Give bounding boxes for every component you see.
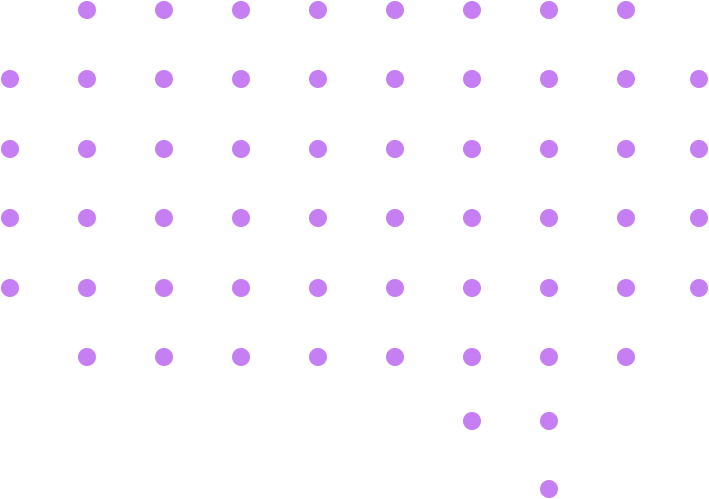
dot — [617, 209, 635, 227]
dot — [232, 348, 250, 366]
dot — [78, 348, 96, 366]
dot — [155, 1, 173, 19]
dot — [386, 209, 404, 227]
dot — [463, 140, 481, 158]
dot — [1, 279, 19, 297]
dot — [309, 140, 327, 158]
dot — [690, 140, 708, 158]
dot — [155, 209, 173, 227]
dot — [155, 70, 173, 88]
dot — [463, 209, 481, 227]
dot — [309, 70, 327, 88]
dot — [463, 70, 481, 88]
dot — [463, 412, 481, 430]
dot — [540, 70, 558, 88]
dot — [78, 140, 96, 158]
dot — [540, 1, 558, 19]
dot — [309, 1, 327, 19]
dot — [386, 348, 404, 366]
dot — [463, 1, 481, 19]
dot — [690, 209, 708, 227]
dot — [690, 279, 708, 297]
dot — [309, 348, 327, 366]
dot — [463, 279, 481, 297]
dot — [386, 140, 404, 158]
dot — [232, 209, 250, 227]
dot — [232, 140, 250, 158]
dot — [540, 279, 558, 297]
dot — [155, 348, 173, 366]
dot — [155, 140, 173, 158]
dot — [155, 279, 173, 297]
dot — [1, 70, 19, 88]
dot — [617, 1, 635, 19]
dot — [617, 348, 635, 366]
dot — [309, 279, 327, 297]
dot — [386, 1, 404, 19]
dot — [540, 140, 558, 158]
dot — [617, 140, 635, 158]
dot — [540, 412, 558, 430]
dot — [78, 1, 96, 19]
dot — [78, 209, 96, 227]
dot — [540, 348, 558, 366]
dot — [386, 279, 404, 297]
dot — [232, 70, 250, 88]
dot — [309, 209, 327, 227]
dot — [540, 480, 558, 498]
dot — [232, 279, 250, 297]
dot — [463, 348, 481, 366]
dot — [690, 70, 708, 88]
dot — [232, 1, 250, 19]
dot — [617, 279, 635, 297]
dot — [1, 209, 19, 227]
dot — [540, 209, 558, 227]
dot — [1, 140, 19, 158]
dot — [617, 70, 635, 88]
dot — [386, 70, 404, 88]
dot — [78, 70, 96, 88]
dot — [78, 279, 96, 297]
